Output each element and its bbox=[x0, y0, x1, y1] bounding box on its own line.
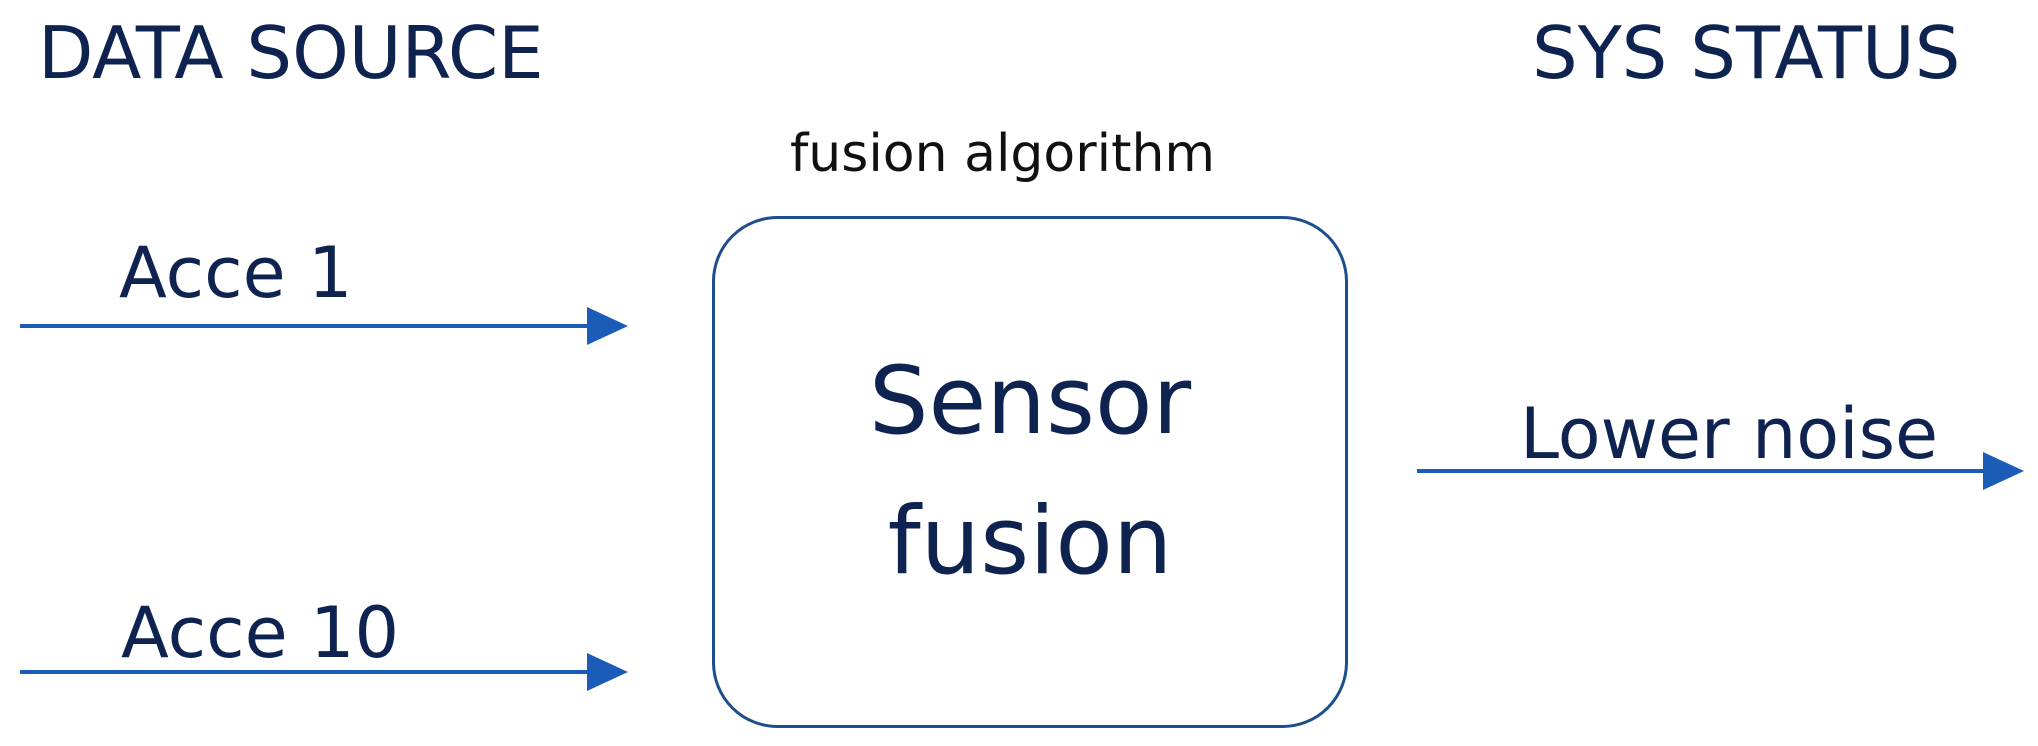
sensor-fusion-line-2: fusion bbox=[887, 487, 1173, 596]
input-label-acce-1: Acce 1 bbox=[119, 232, 353, 314]
sensor-fusion-text: Sensor fusion bbox=[712, 216, 1348, 728]
output-label-lower-noise: Lower noise bbox=[1520, 393, 1939, 475]
data-source-heading: DATA SOURCE bbox=[38, 11, 544, 95]
arrowhead-icon bbox=[587, 307, 628, 345]
input-arrow-acce-10 bbox=[20, 653, 628, 691]
input-arrow-acce-1 bbox=[20, 307, 628, 345]
sensor-fusion-line-1: Sensor bbox=[868, 347, 1192, 456]
arrowhead-icon bbox=[1983, 452, 2024, 490]
sensor-fusion-box bbox=[712, 216, 1348, 728]
input-label-acce-10: Acce 10 bbox=[121, 592, 400, 674]
output-arrow-lower-noise bbox=[1417, 452, 2024, 490]
fusion-algorithm-label: fusion algorithm bbox=[790, 124, 1216, 184]
arrowhead-icon bbox=[587, 653, 628, 691]
sys-status-heading: SYS STATUS bbox=[1532, 11, 1961, 95]
